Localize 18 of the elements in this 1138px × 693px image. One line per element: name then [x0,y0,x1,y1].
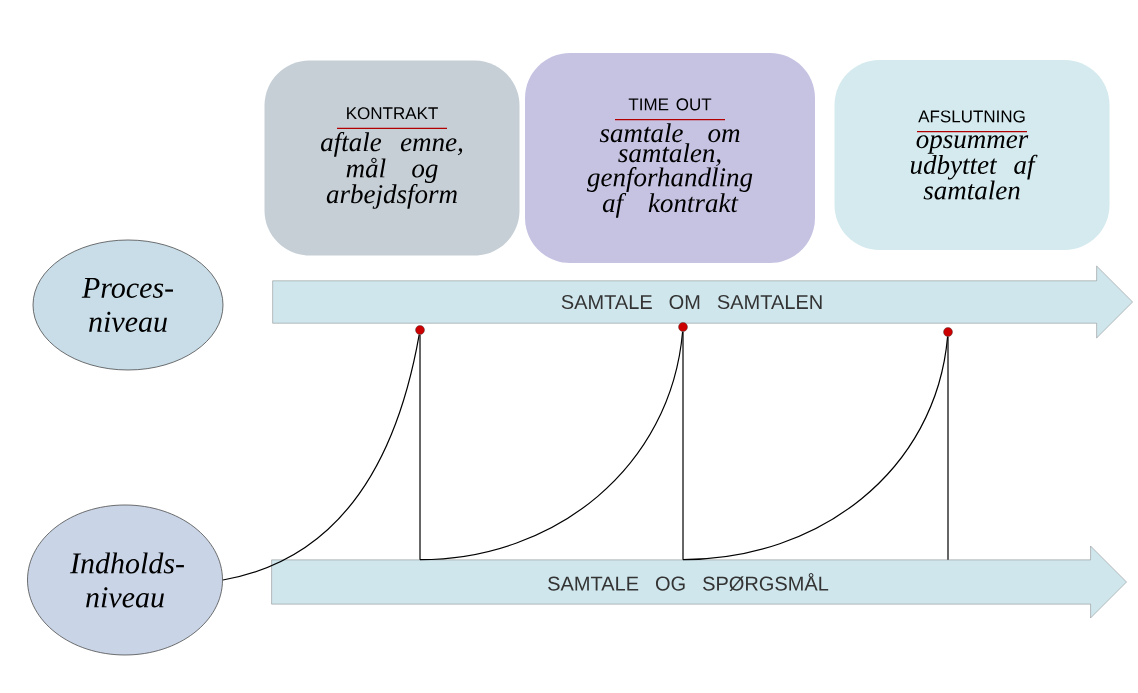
point-marker [678,322,688,332]
body-text: samtale om samtalen, genforhandling af kontrakt [587,123,753,218]
arrow-band: SAMTALE OG SPØRGSMÅL [271,545,1127,619]
note-blob [264,60,520,256]
connector-line [682,331,684,561]
body-text: opsummer udbyttet af samtalen [910,135,1038,200]
heading: KONTRAKT [347,107,438,120]
point-marker [415,325,425,335]
arrow-band: SAMTALE OM SAMTALEN [272,265,1133,339]
connector-line [222,334,420,581]
heading: AFSLUTNING [918,110,1025,123]
body-text: aftale emne, mål og arbejdsform [321,132,463,209]
note-blob [525,53,815,263]
connector-line [419,334,421,561]
connector-line [947,336,949,561]
point-marker [943,327,953,337]
note-blob [834,60,1110,250]
heading: TIME OUT [628,98,712,111]
